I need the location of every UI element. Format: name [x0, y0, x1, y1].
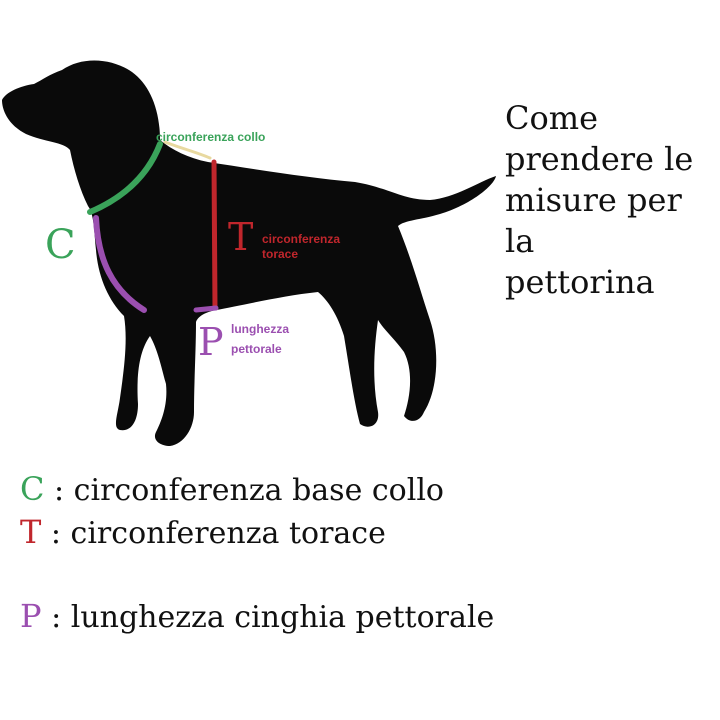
T-label-line-1: circonferenza — [262, 232, 340, 246]
T-label-line-2: torace — [262, 247, 298, 261]
legend-text-p: lunghezza cinghia pettorale — [70, 600, 495, 635]
legend-item-pectoral: P : lunghezza cinghia pettorale — [20, 597, 494, 635]
legend-letter-c: C — [20, 470, 45, 508]
title-line-3: misure per la — [505, 181, 682, 260]
title-line-1: Come — [505, 99, 599, 137]
legend-letter-p: P — [20, 597, 42, 635]
neck-measure-line — [87, 141, 163, 215]
legend-letter-t: T — [20, 513, 42, 551]
P-letter: P — [198, 320, 224, 364]
neck-label: circonferenza collo — [156, 130, 265, 144]
pectoral-measure-line — [93, 215, 147, 313]
dog-ear-shape — [70, 76, 112, 150]
T-letter: T — [228, 215, 253, 259]
P-label-line-1: lunghezza — [231, 322, 289, 336]
legend-text-t: circonferenza torace — [70, 516, 386, 551]
legend-separator: : — [41, 600, 71, 635]
chest-measure-line — [211, 159, 218, 311]
title-line-2: prendere le — [505, 140, 694, 178]
neck-top-line — [163, 140, 212, 160]
legend-separator: : — [44, 473, 74, 508]
legend-text-c: circonferenza base collo — [73, 473, 444, 508]
legend-separator: : — [41, 516, 71, 551]
dog-silhouette — [2, 60, 496, 447]
C-letter: C — [45, 222, 76, 268]
title-line-4: pettorina — [505, 263, 655, 301]
dog-body-shape — [2, 60, 496, 447]
P-label-line-2: pettorale — [231, 342, 282, 356]
pectoral-bottom-line — [193, 305, 219, 313]
page-title: Come prendere le misure per la pettorina — [505, 98, 715, 303]
legend-item-chest: T : circonferenza torace — [20, 513, 386, 551]
legend-item-collar: C : circonferenza base collo — [20, 470, 444, 508]
